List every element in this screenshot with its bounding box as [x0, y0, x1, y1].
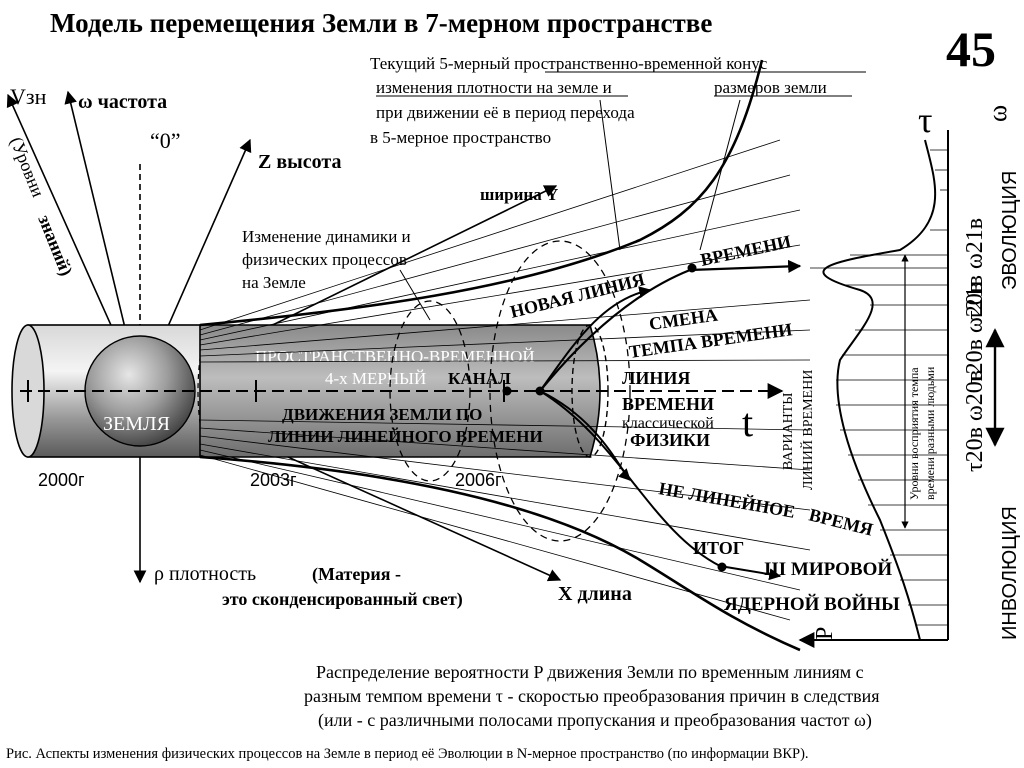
cone-note-line4: в 5-мерное пространство — [370, 128, 551, 147]
year-2006: 2006г — [455, 470, 502, 490]
cone-note-line1: Текущий 5-мерный пространственно-временн… — [370, 54, 768, 73]
cone-note: Текущий 5-мерный пространственно-временн… — [370, 54, 866, 147]
cone-section-2 — [489, 240, 631, 542]
label-involution: ИНВОЛЮЦИЯ — [999, 506, 1021, 640]
label-width-y: ширина Y — [480, 185, 558, 204]
label-change-a: СМЕНА — [648, 305, 719, 334]
motion-label-1: ДВИЖЕНИЯ ЗЕМЛИ ПО — [282, 405, 482, 424]
label-t: t — [742, 400, 753, 445]
label-evolution: ЭВОЛЮЦИЯ — [999, 171, 1021, 290]
label-nonlinear-b: ВРЕМЯ — [807, 504, 875, 539]
dynamics-note: Изменение динамики и физических процессо… — [242, 227, 411, 292]
channel-label-3: КАНАЛ — [448, 369, 511, 388]
label-classic-2: ВРЕМЕНИ — [622, 394, 714, 414]
year-2003: 2003г — [250, 470, 297, 490]
label-t20b: τ20в ω20в — [962, 370, 988, 472]
distribution-hatching — [810, 149, 948, 626]
note-pointer-2 — [699, 99, 741, 251]
label-classic-1: ЛИНИЯ — [622, 368, 690, 388]
dynamics-line1: Изменение динамики и — [242, 227, 411, 246]
page-title: Модель перемещения Земли в 7-мерном прос… — [50, 8, 712, 38]
node-new-line — [687, 263, 697, 273]
label-nonlinear-a: НЕ ЛИНЕЙНОЕ — [657, 477, 796, 522]
bottom-note: Распределение вероятности P движения Зем… — [304, 662, 880, 731]
label-z-height: Z высота — [258, 151, 341, 173]
time-line-fan — [199, 139, 811, 621]
label-vzn: Vзн — [10, 84, 47, 109]
label-omega-freq: ω частота — [78, 91, 167, 113]
earth-label: ЗЕМЛЯ — [103, 413, 170, 435]
label-p: P — [812, 627, 838, 640]
note-pointer-1 — [599, 99, 621, 251]
branch-tempo — [539, 286, 652, 392]
label-classic-3: классической — [622, 415, 714, 432]
bottom-note-line3: (или - с различными полосами пропускания… — [318, 710, 872, 731]
label-t20: τ20в ω20в — [962, 282, 988, 384]
label-density-note-a: (Материя - — [312, 564, 401, 585]
label-war-2: ЯДЕРНОЙ ВОЙНЫ — [724, 593, 900, 615]
dynamics-line2: физических процессов — [242, 250, 407, 269]
label-t21: τ21в ω21в — [962, 218, 988, 320]
page-number: 45 — [946, 21, 996, 77]
label-zero: “0” — [150, 128, 181, 153]
cone-section-1 — [389, 300, 471, 482]
label-variants-1: ВАРИАНТЫ — [781, 393, 796, 470]
label-omega-axis: ω — [983, 105, 1012, 122]
cone-note-line2b: размеров земли — [714, 78, 827, 97]
label-levels-right: знаний) — [33, 212, 76, 279]
distribution-panel — [798, 130, 1005, 648]
label-tau-axis: τ — [918, 100, 932, 140]
branch-new-line — [539, 259, 802, 392]
label-classic-4: ФИЗИКИ — [630, 430, 710, 450]
dynamics-pointer — [399, 269, 431, 321]
label-density-note-b: это сконденсированный свет) — [222, 589, 463, 610]
label-perception-1: Уровни восприятия темпа — [907, 367, 921, 500]
bottom-note-line1: Распределение вероятности P движения Зем… — [316, 662, 864, 682]
cone-note-line3: при движении её в период перехода — [376, 103, 635, 122]
node-start-1 — [502, 386, 512, 396]
label-new-line-b: ВРЕМЕНИ — [699, 231, 793, 270]
channel-label-2: 4-х МЕРНЫЙ — [325, 369, 426, 388]
node-start-2 — [535, 386, 545, 396]
label-density: ρ плотность — [154, 563, 256, 585]
label-levels-left: (Уровни — [5, 134, 48, 201]
figure-caption: Рис. Аспекты изменения физических процес… — [6, 746, 809, 762]
motion-label-2: ЛИНИИ ЛИНЕЙНОГО ВРЕМЕНИ — [268, 427, 543, 446]
node-result — [717, 562, 727, 572]
dynamics-line3: на Земле — [242, 273, 306, 292]
label-war-1: III МИРОВОЙ — [764, 558, 892, 580]
cone-note-line2a: изменения плотности на земле и — [376, 78, 612, 97]
cone-lower — [199, 455, 801, 652]
label-length-x: X длина — [558, 583, 632, 605]
label-variants-2: ЛИНИЙ ВРЕМЕНИ — [799, 370, 816, 490]
year-2000: 2000г — [38, 470, 85, 490]
label-perception-2: времени разными людьми — [923, 366, 937, 500]
bottom-note-line2: разным темпом времени τ - скоростью прео… — [304, 686, 880, 706]
branch-war — [539, 390, 782, 581]
label-result: ИТОГ — [693, 538, 744, 558]
